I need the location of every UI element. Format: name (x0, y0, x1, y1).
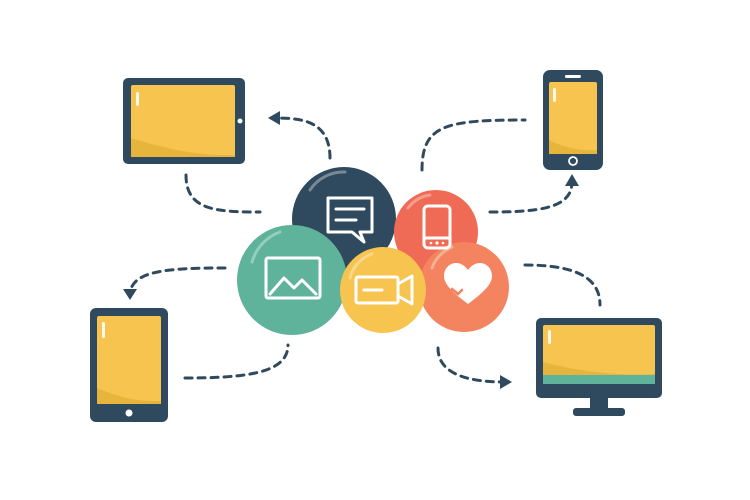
cloud-cluster (237, 167, 509, 335)
arrowhead-smartphone (565, 174, 579, 186)
arrowhead-tablet-landscape (268, 111, 280, 125)
bubble-teal (237, 225, 347, 335)
connector-to-tablet-landscape (275, 118, 330, 158)
connector-from-cloud-to-monitor (525, 265, 600, 305)
smartphone (543, 70, 603, 170)
connector-to-smartphone (490, 182, 572, 212)
desktop-monitor (536, 318, 662, 416)
tablet-landscape (123, 78, 245, 164)
arrowhead-monitor (500, 375, 512, 389)
connector-from-tablet-portrait (185, 345, 288, 378)
connector-from-tablet-landscape (186, 175, 260, 212)
connector-to-tablet-portrait (130, 268, 225, 295)
arrowhead-tablet-portrait (123, 289, 137, 300)
connector-to-monitor (438, 348, 505, 382)
tablet-portrait (90, 308, 168, 422)
connector-from-cloud-to-phone-top (422, 120, 525, 170)
